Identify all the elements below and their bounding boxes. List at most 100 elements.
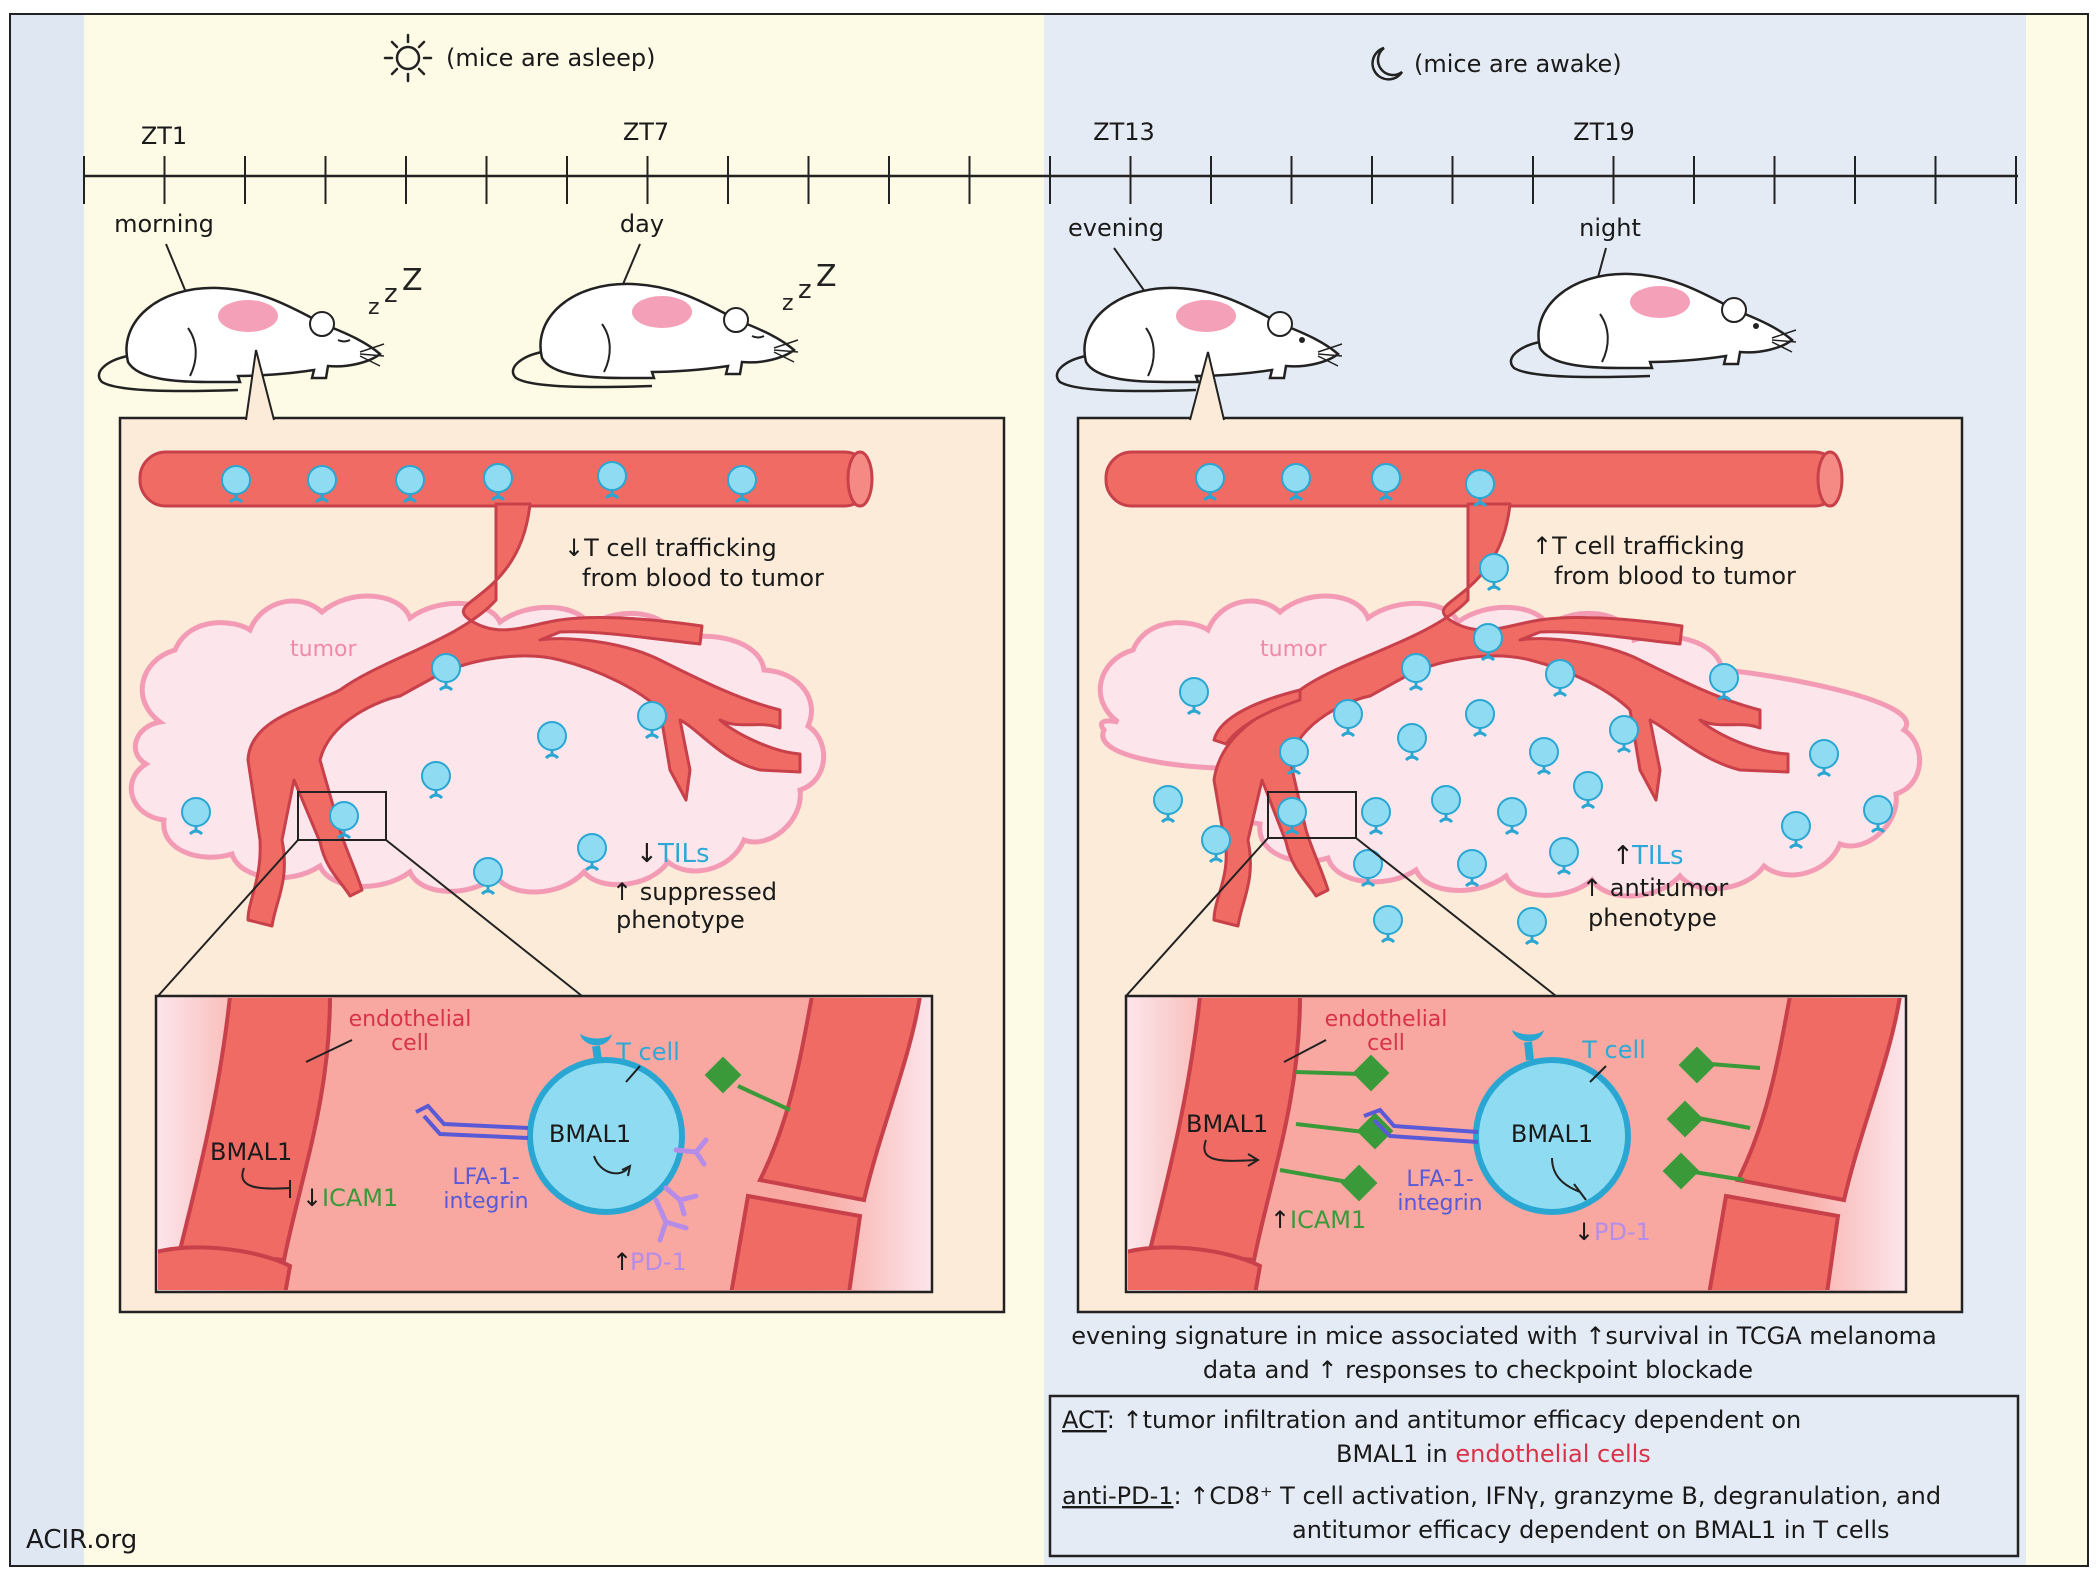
- right-icam-arrow: ↑: [1270, 1206, 1290, 1234]
- left-trafficking-line1: ↓T cell trafficking: [564, 534, 777, 562]
- tcell-icon: [431, 653, 461, 692]
- right-edge-strip: [2026, 14, 2088, 1566]
- right-icam-label: ICAM1: [1290, 1206, 1366, 1234]
- tcell-icon: [473, 857, 503, 896]
- tcell-icon: [329, 801, 359, 840]
- right-tils-label: TILs: [1631, 841, 1684, 871]
- tick-label-zt1: ZT1: [141, 122, 187, 150]
- tick-label-zt7: ZT7: [623, 118, 669, 146]
- left-trafficking-line2: from blood to tumor: [582, 564, 824, 592]
- act-line2a: BMAL1 in: [1336, 1440, 1455, 1468]
- right-activation-arrow: [1203, 1139, 1260, 1167]
- right-phenotype-line2: phenotype: [1588, 904, 1717, 932]
- left-tils-arrow: ↓: [636, 839, 658, 869]
- left-pd1-label: PD-1: [630, 1248, 687, 1276]
- sleep-z-icon-5: z: [798, 275, 812, 305]
- night-header-label: (mice are awake): [1414, 50, 1622, 78]
- tcell-icon: [1373, 905, 1403, 944]
- tcell-icon: [1609, 715, 1639, 754]
- tcell-icon: [1201, 825, 1231, 864]
- left-bmal1-endothelial: BMAL1: [210, 1138, 292, 1166]
- left-endothelial-line2: cell: [391, 1031, 429, 1056]
- sleep-z-icon-1: z: [368, 295, 380, 320]
- right-pd1-arrow: ↓: [1574, 1218, 1594, 1246]
- left-pd1-arrow: ↑: [612, 1248, 632, 1276]
- tcell-icon: [1277, 797, 1307, 836]
- moon-icon: [1371, 46, 1404, 81]
- tcell-icon: [1153, 785, 1183, 824]
- left-edge-strip: [10, 14, 84, 1566]
- right-icam1-ligands: [1279, 1046, 1761, 1202]
- tcell-icon: [1479, 553, 1509, 592]
- summary-box: [1048, 1394, 2020, 1558]
- tcell-icon: [1353, 849, 1383, 888]
- right-endothelial-line2: cell: [1367, 1031, 1405, 1056]
- left-lfa-line1: LFA-1-: [452, 1165, 519, 1190]
- signature-line1: evening signature in mice associated wit…: [1071, 1322, 1937, 1350]
- tcell-icon: [395, 465, 425, 504]
- timeline: [83, 156, 2018, 204]
- tcell-icon: [577, 833, 607, 872]
- summary-act-row: ACT: ↑tumor infiltration and antitumor e…: [1062, 1406, 1801, 1434]
- right-tumor-label: tumor: [1260, 637, 1327, 662]
- mouse-night-icon: [1509, 272, 1797, 379]
- right-lfa-line1: LFA-1-: [1406, 1167, 1473, 1192]
- left-tcell: [415, 1034, 709, 1243]
- tcell-icon: [1709, 663, 1739, 702]
- tcell-icon: [1517, 907, 1547, 946]
- signature-line2: data and ↑ responses to checkpoint block…: [1203, 1356, 1753, 1384]
- right-endothelial-line1: endothelial: [1325, 1007, 1448, 1032]
- act-line2b: endothelial cells: [1455, 1440, 1650, 1468]
- time-label-day: day: [620, 210, 664, 238]
- left-tils-label: TILs: [657, 839, 710, 869]
- tcell-icon: [181, 797, 211, 836]
- left-icam-label: ICAM1: [322, 1184, 398, 1212]
- tick-label-zt13: ZT13: [1093, 118, 1155, 146]
- left-tcell-label: T cell: [615, 1038, 680, 1066]
- right-trafficking-line2: from blood to tumor: [1554, 562, 1796, 590]
- right-tcell-label: T cell: [1581, 1036, 1646, 1064]
- tcell-icon: [307, 465, 337, 504]
- left-phenotype-line1: ↑ suppressed: [612, 878, 777, 906]
- summary-pd1-row2: antitumor efficacy dependent on BMAL1 in…: [1292, 1516, 1890, 1544]
- pd1-line1: : ↑CD8⁺ T cell activation, IFNγ, granzym…: [1174, 1482, 1942, 1510]
- tcell-icon: [597, 461, 627, 500]
- tcell-icon: [1279, 737, 1309, 776]
- tcell-icon: [1431, 785, 1461, 824]
- right-trafficking-line1: ↑T cell trafficking: [1532, 532, 1745, 560]
- left-zoom-box: [154, 994, 934, 1294]
- pd1-label: anti-PD-1: [1062, 1482, 1174, 1510]
- right-pd1-label: PD-1: [1594, 1218, 1651, 1246]
- sun-icon: [383, 33, 433, 83]
- tcell-icon: [1781, 811, 1811, 850]
- mouse-morning-icon: [97, 286, 385, 393]
- act-label: ACT: [1062, 1406, 1110, 1434]
- summary-act-row2: BMAL1 in endothelial cells: [1336, 1440, 1651, 1468]
- sleep-z-icon-2: z: [384, 279, 398, 309]
- left-endothelial-line1: endothelial: [349, 1007, 472, 1032]
- tcell-icon: [1371, 463, 1401, 502]
- mouse-day-icon: [511, 282, 799, 389]
- right-tils-arrow: ↑: [1612, 841, 1634, 871]
- tcell-icon: [1397, 723, 1427, 762]
- tcell-icon: [1457, 849, 1487, 888]
- tcell-icon: [1195, 463, 1225, 502]
- tcell-icon: [1281, 463, 1311, 502]
- act-line1: : ↑tumor infiltration and antitumor effi…: [1107, 1406, 1801, 1434]
- left-bmal1-tcell: BMAL1: [549, 1120, 631, 1148]
- right-phenotype-line1: ↑ antitumor: [1582, 874, 1728, 902]
- tcell-icon: [1473, 623, 1503, 662]
- tcell-icon: [1573, 771, 1603, 810]
- mouse-evening-icon: [1055, 286, 1343, 393]
- sleep-z-icon-4: z: [782, 291, 794, 316]
- left-icam1-ligand: [704, 1056, 791, 1112]
- tcell-icon: [727, 465, 757, 504]
- tcell-icon: [1497, 797, 1527, 836]
- right-zoom-source-box: [1267, 791, 1357, 839]
- tcell-icon: [1465, 699, 1495, 738]
- time-label-night: night: [1579, 214, 1641, 242]
- right-bmal1-endothelial: BMAL1: [1186, 1110, 1268, 1138]
- time-label-evening: evening: [1068, 214, 1164, 242]
- sleep-z-icon-3: Z: [402, 263, 423, 298]
